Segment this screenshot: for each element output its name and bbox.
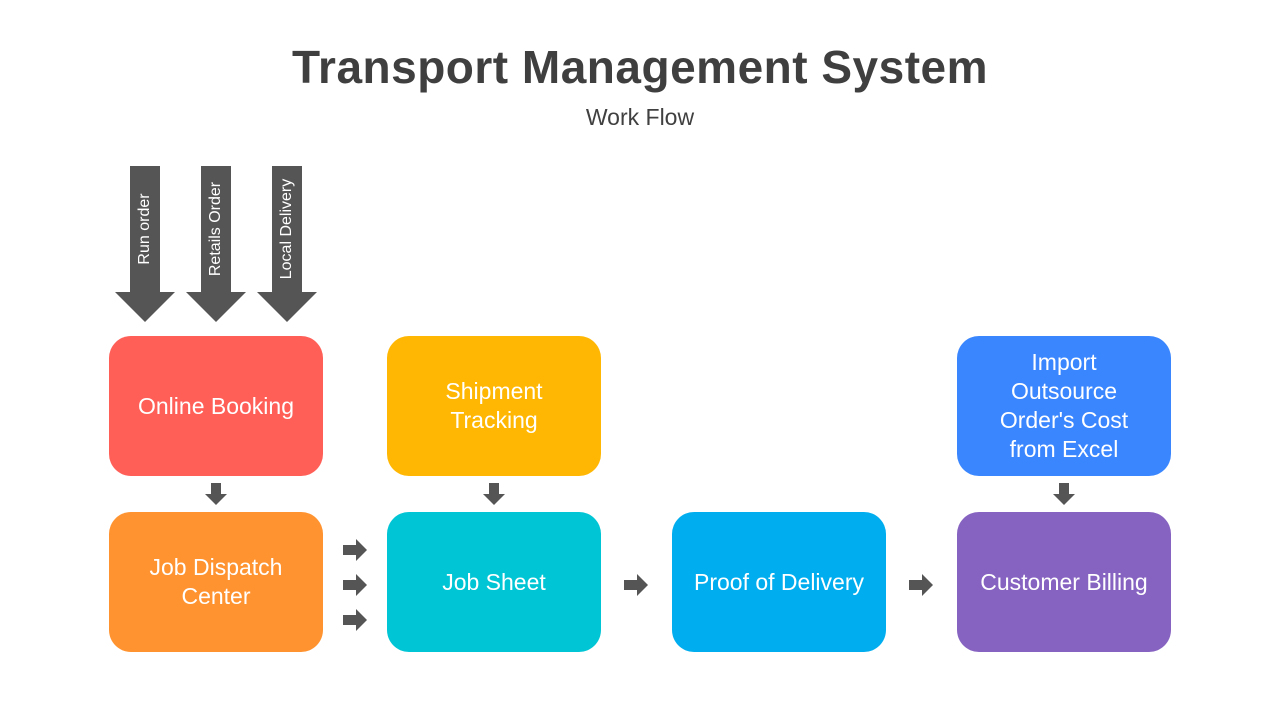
down-arrow-icon — [483, 483, 505, 505]
down-arrow-icon — [1053, 483, 1075, 505]
input-arrow-local-delivery: Local Delivery — [257, 166, 317, 322]
input-label-local-delivery: Local Delivery — [278, 178, 295, 280]
right-arrow-icon — [343, 574, 367, 596]
node-label: Import Outsource Order's Cost from Excel — [999, 349, 1129, 462]
node-proof-of-delivery: Proof of Delivery — [672, 512, 886, 652]
node-label: Proof of Delivery — [693, 568, 864, 595]
page-subtitle: Work Flow — [585, 104, 695, 130]
node-job-dispatch-center: Job Dispatch Center — [109, 512, 323, 652]
node-label: Job Sheet — [442, 568, 546, 595]
input-arrow-run-order: Run order — [115, 166, 175, 322]
node-label: Shipment Tracking — [445, 378, 543, 433]
node-label: Online Booking — [138, 392, 294, 419]
node-job-sheet: Job Sheet — [387, 512, 601, 652]
right-arrow-icon — [343, 609, 367, 631]
right-arrow-icon — [343, 539, 367, 561]
node-label: Customer Billing — [980, 568, 1148, 595]
node-label: Job Dispatch Center — [149, 554, 283, 609]
down-arrow-icon — [205, 483, 227, 505]
page-title: Transport Management System — [291, 41, 989, 93]
down-arrow-icon — [186, 166, 246, 322]
node-customer-billing: Customer Billing — [957, 512, 1171, 652]
input-label-run-order: Run order — [136, 193, 153, 265]
right-arrow-icon — [624, 574, 648, 596]
input-arrow-retails-order: Retails Order — [186, 166, 246, 322]
right-arrow-icon — [909, 574, 933, 596]
node-online-booking: Online Booking — [109, 336, 323, 476]
down-arrow-icon — [257, 166, 317, 322]
node-import-outsource-cost: Import Outsource Order's Cost from Excel — [957, 336, 1171, 476]
down-arrow-icon — [115, 166, 175, 322]
node-shipment-tracking: Shipment Tracking — [387, 336, 601, 476]
input-label-retails-order: Retails Order — [207, 181, 224, 277]
